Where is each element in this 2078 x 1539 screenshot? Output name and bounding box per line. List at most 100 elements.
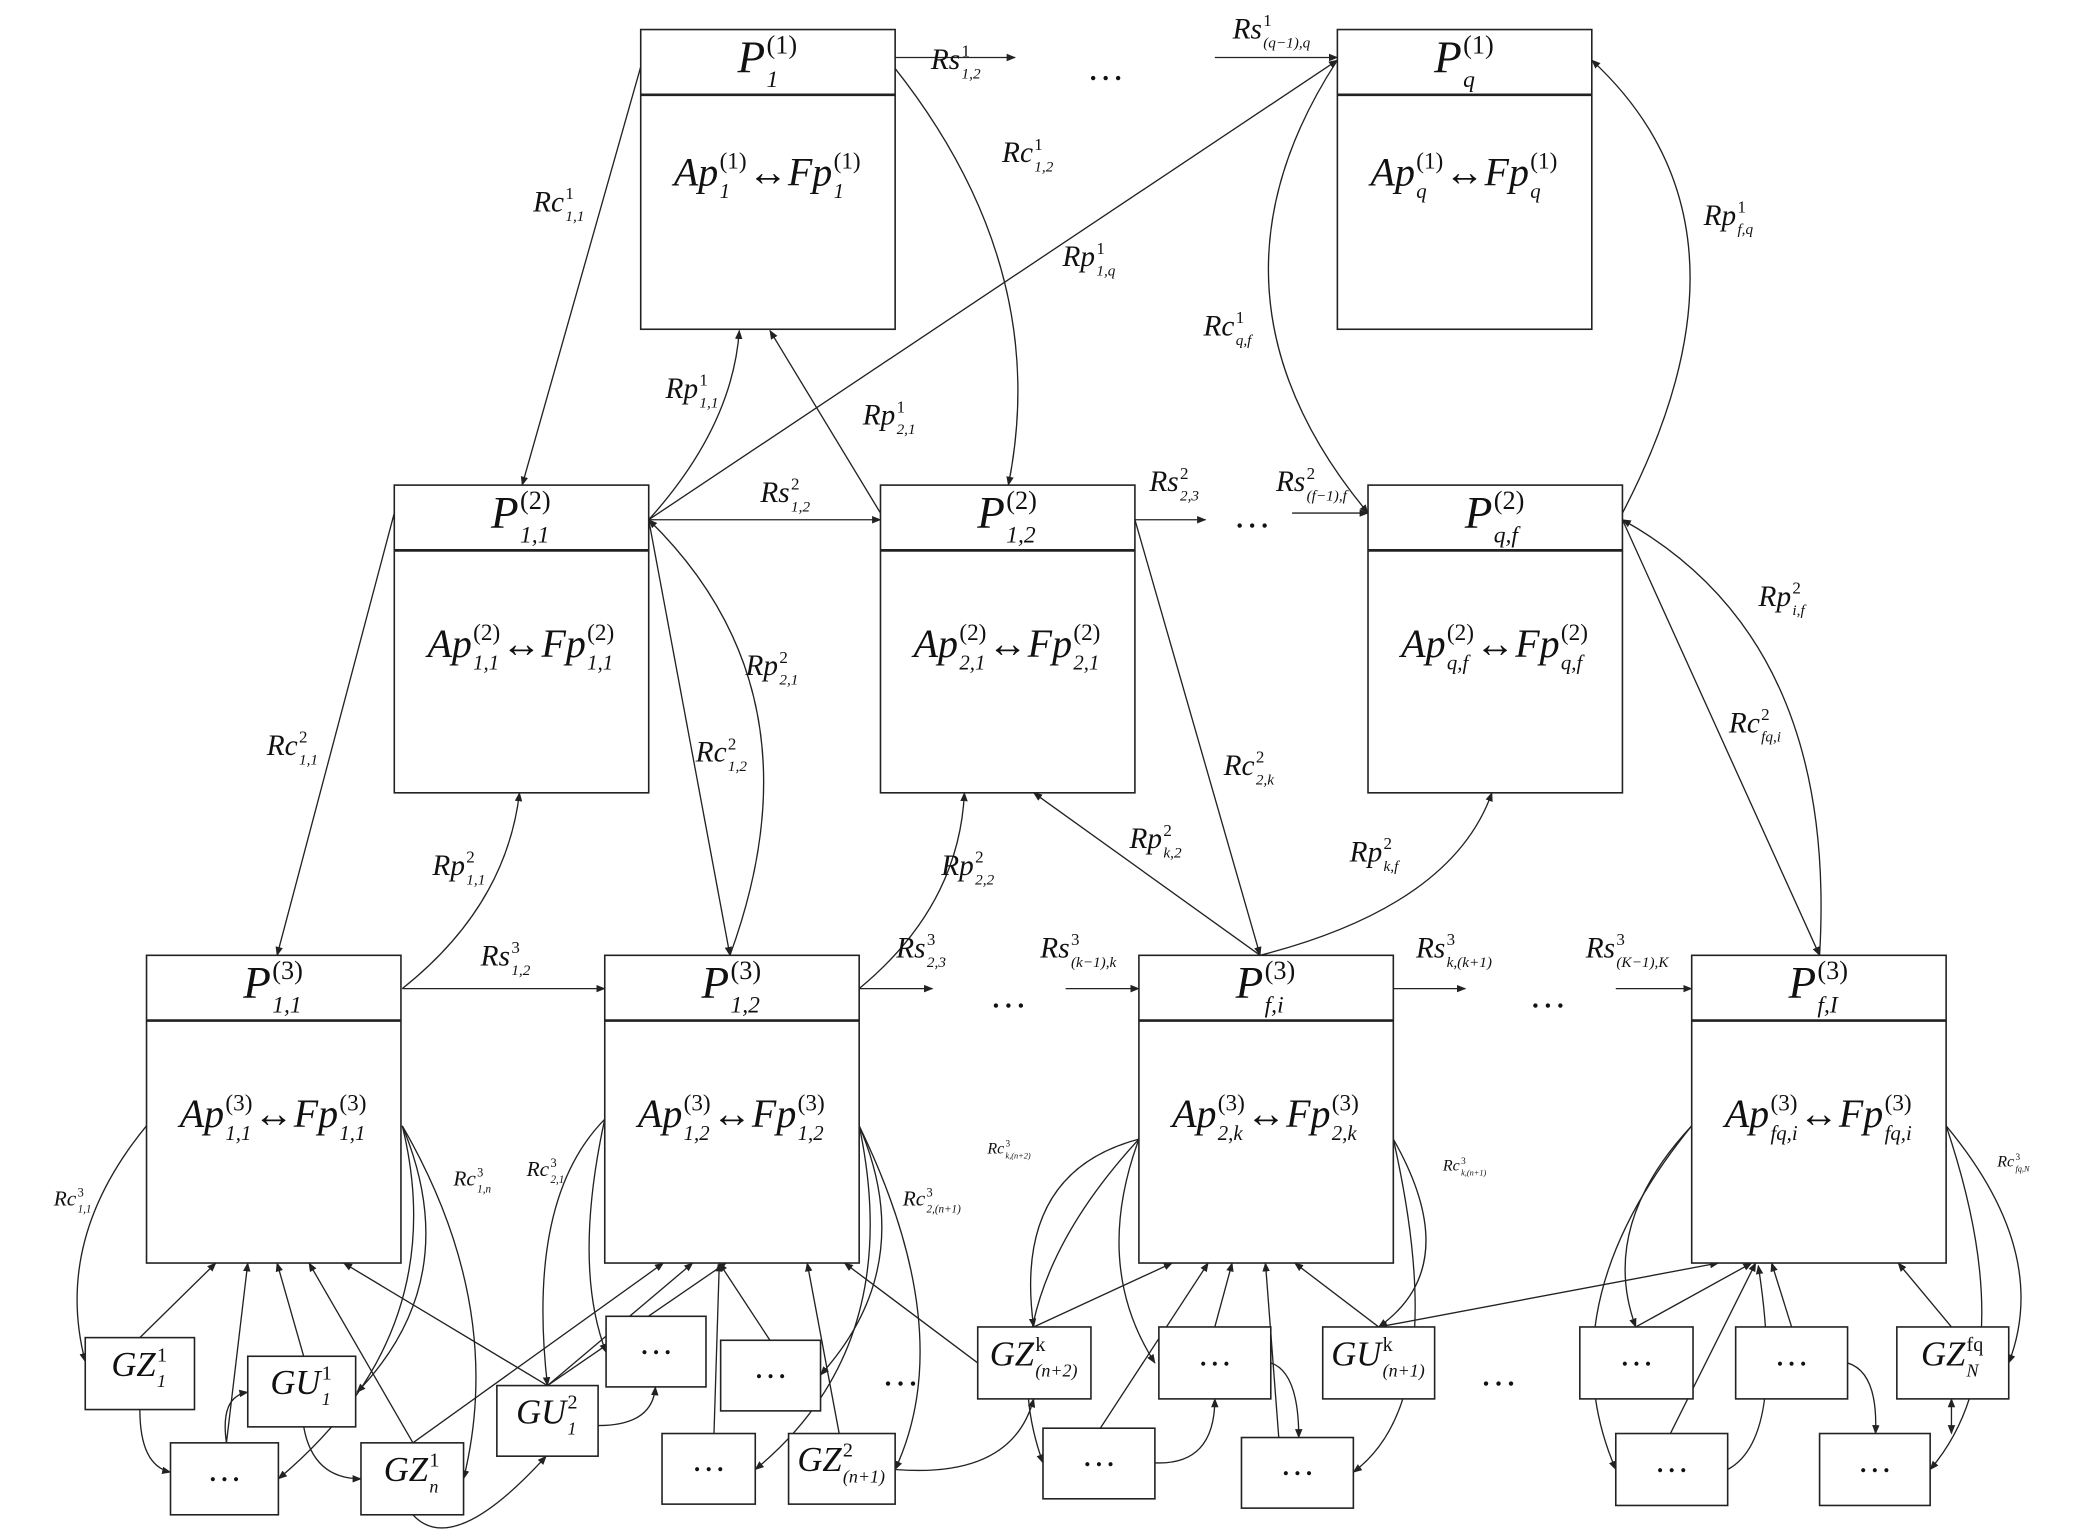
math-superscript: 2	[728, 734, 736, 753]
math-base: …	[1774, 1335, 1809, 1373]
relation-arrow	[1897, 1262, 1952, 1328]
relation-arrow	[277, 1125, 415, 1480]
relation-arrow	[1259, 791, 1493, 956]
math-base: P	[736, 32, 765, 82]
math-subscript: 1,2	[728, 758, 747, 775]
math-base: P	[700, 958, 729, 1008]
math-base: …	[1280, 1445, 1315, 1483]
relation-arrow	[1621, 519, 1821, 957]
process-box-p3-11: P(3)1,1Ap(3)1,1 ↔ Fp(3)1,1	[145, 954, 402, 1264]
math-base: …	[1619, 1335, 1654, 1373]
relation-arrow	[858, 791, 968, 990]
math-superscript: (1)	[720, 149, 747, 175]
math-base: …	[207, 1451, 242, 1489]
math-subscript: (k−1),k	[1071, 954, 1117, 971]
math-base: Fp	[1285, 1091, 1330, 1136]
math-superscript: (3)	[1885, 1090, 1912, 1116]
math-base: Rs	[930, 44, 960, 76]
node-label: …	[639, 1324, 674, 1362]
relation-arrow	[1377, 1138, 1427, 1328]
math-base: GZ	[990, 1335, 1035, 1373]
relation-arrow	[1377, 1260, 1720, 1330]
relation-arrow	[520, 66, 642, 487]
math-subscript: fq,N	[2015, 1165, 2030, 1174]
math-superscript: (2)	[1561, 620, 1588, 646]
math-base: P	[976, 488, 1005, 538]
math-subscript: i,f	[1792, 602, 1806, 619]
math-base: GZ	[797, 1441, 842, 1479]
relation-arrow	[819, 1125, 883, 1376]
math-base: Rp	[665, 373, 699, 405]
math-base: Rs	[1415, 932, 1445, 964]
math-superscript: 3	[2015, 1153, 2020, 1163]
relation-arrow	[648, 329, 743, 521]
math-superscript: (2)	[587, 620, 614, 646]
math-subscript: 2,1	[897, 421, 916, 438]
box-formula: Ap(3)1,2 ↔ Fp(3)1,2	[635, 1090, 825, 1145]
math-subscript: 1,2	[791, 498, 810, 515]
math-subscript: 1	[322, 1389, 331, 1409]
node-label: …	[207, 1451, 242, 1489]
math-subscript: k,(n+1)	[1461, 1169, 1486, 1178]
math-subscript: 1	[567, 1418, 576, 1438]
math-superscript: (3)	[1332, 1090, 1359, 1116]
boxes: P(1)1Ap(1)1 ↔ Fp(1)1P(1)qAp(1)q ↔ Fp(1)q…	[84, 28, 2010, 1516]
math-base: Rc	[902, 1186, 926, 1210]
math-subscript: 2,2	[975, 871, 994, 888]
math-subscript: fq,i	[1761, 729, 1781, 746]
math-superscript: 1	[962, 42, 970, 61]
math-base: …	[639, 1324, 674, 1362]
relation-arrow	[303, 1426, 362, 1483]
relation-arrow	[1267, 59, 1369, 514]
math-base: Fp	[1514, 621, 1559, 666]
math-base: GU	[270, 1364, 322, 1402]
relation-arrow	[1591, 59, 1691, 514]
math-superscript: (2)	[1073, 620, 1100, 646]
relation-arrow	[76, 1125, 148, 1363]
node-label: …	[1198, 1335, 1233, 1373]
math-base: Rs	[895, 932, 925, 964]
math-base: Rp	[1061, 241, 1095, 273]
math-base: Fp	[1838, 1091, 1883, 1136]
math-base: Ap	[1169, 1091, 1216, 1136]
relation-arrow	[275, 1262, 305, 1357]
relation-arrow	[588, 1119, 607, 1354]
math-superscript: (2)	[1006, 486, 1037, 515]
math-subscript: q,f	[1494, 522, 1522, 548]
placeholder-node: …	[1818, 1432, 1931, 1507]
math-base: Rc	[1728, 707, 1760, 739]
relation-arrow	[1032, 792, 1261, 956]
math-subscript: N	[1966, 1360, 1980, 1380]
node-label: …	[1619, 1335, 1654, 1373]
ellipsis: …	[882, 1354, 919, 1395]
math-superscript: 3	[477, 1166, 483, 1180]
placeholder-node: …	[169, 1442, 280, 1516]
math-superscript: (3)	[684, 1090, 711, 1116]
math-base: Rp	[744, 650, 778, 682]
math-base: Rs	[1232, 13, 1262, 45]
math-base: Rp	[1129, 823, 1163, 855]
math-superscript: (3)	[730, 956, 761, 985]
math-superscript: k	[1035, 1334, 1046, 1356]
math-superscript: 3	[927, 1186, 933, 1200]
relation-arrow	[1770, 1262, 1793, 1328]
box-header: P(3)f,i	[1235, 956, 1296, 1019]
node-label: …	[1774, 1335, 1809, 1373]
math-subscript: 2,1	[550, 1174, 564, 1186]
process-box-p1-1: P(1)1Ap(1)1 ↔ Fp(1)1	[639, 28, 896, 331]
